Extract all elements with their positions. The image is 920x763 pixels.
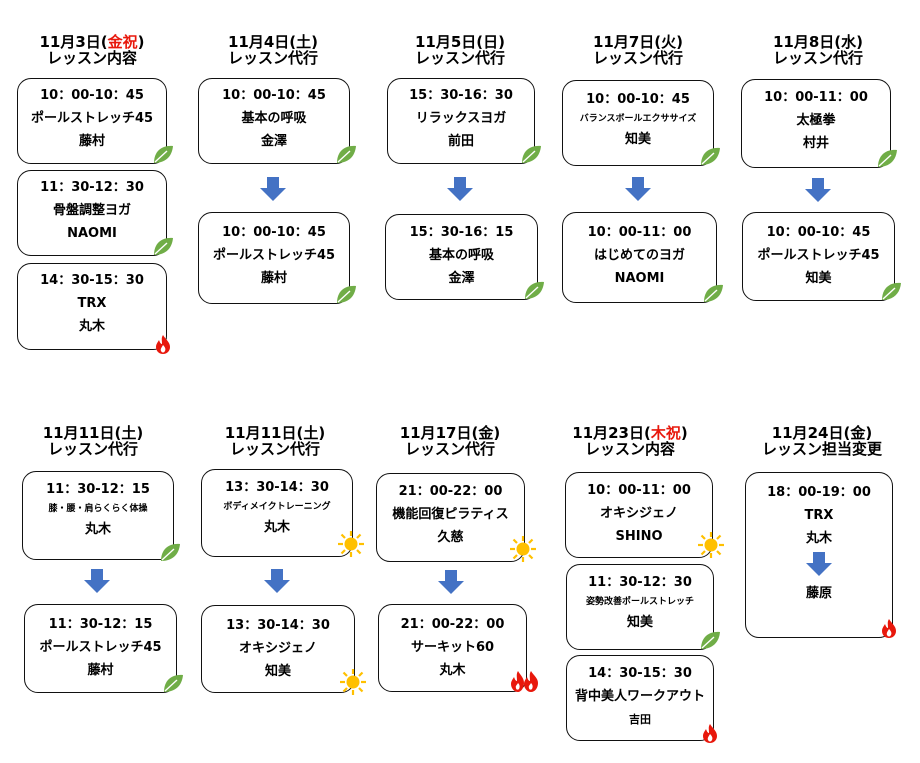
original-lesson-card: 15：30-16：30 リラックスヨガ 前田 <box>387 78 541 164</box>
lesson-name: ポールストレッチ45 <box>30 111 154 126</box>
leaf-icon <box>704 284 723 302</box>
original-lesson-card: 11：30-12：15 膝・腰・肩らくらく体操 丸木 <box>22 471 180 561</box>
new-instructor-name: 藤原 <box>805 586 832 601</box>
day-header: 11月3日(金祝) レッスン内容 <box>39 33 145 67</box>
leaf-icon <box>701 147 720 165</box>
leaf-icon <box>882 282 901 300</box>
down-arrow-icon <box>264 569 290 593</box>
instructor-change-card: 18：00-19：00 TRX 丸木 藤原 <box>745 472 896 638</box>
original-lesson-card: 10：00-10：45 基本の呼吸 金澤 <box>198 78 356 164</box>
instructor-name: 藤村 <box>78 134 105 149</box>
leaf-icon <box>878 149 897 167</box>
lesson-name: TRX <box>77 296 107 311</box>
day-header: 11月7日(火) レッスン代行 <box>592 33 684 67</box>
day-header: 11月24日(金) レッスン担当変更 <box>761 424 882 458</box>
section-title: レッスン内容 <box>46 49 137 67</box>
original-lesson-card: 10：00-11：00 太極拳 村井 <box>741 79 897 168</box>
leaf-icon <box>161 543 180 561</box>
day-header: 11月4日(土) レッスン代行 <box>227 33 319 67</box>
leaf-icon <box>337 145 356 163</box>
weekday-holiday: 木祝 <box>650 424 681 442</box>
fire-icon <box>511 671 538 692</box>
fire-icon <box>882 619 896 638</box>
substitute-lesson-card: 11：30-12：15 ポールストレッチ45 藤村 <box>24 604 183 693</box>
down-arrow-icon <box>438 570 464 594</box>
day-header: 11月23日(木祝) レッスン内容 <box>572 424 688 458</box>
leaf-icon <box>164 674 183 692</box>
leaf-icon <box>522 145 541 163</box>
instructor-name: NAOMI <box>67 226 117 241</box>
substitute-lesson-card: 10：00-10：45 ポールストレッチ45 知美 <box>742 212 901 301</box>
section-title: レッスン代行 <box>592 49 683 67</box>
lesson-card: 14：30-15：30 TRX 丸木 <box>17 263 170 354</box>
original-lesson-card: 21：00-22：00 機能回復ピラティス 久慈 <box>376 473 536 562</box>
original-lesson-card: 10：00-10：45 バランスボールエクササイズ 知美 <box>562 80 720 166</box>
down-arrow-icon <box>805 178 831 202</box>
substitute-lesson-card: 13：30-14：30 オキシジェノ 知美 <box>201 605 366 695</box>
section-title: レッスン代行 <box>47 440 138 458</box>
lesson-card: 11：30-12：30 骨盤調整ヨガ NAOMI <box>17 170 173 256</box>
lesson-name: 骨盤調整ヨガ <box>52 203 131 218</box>
lesson-time: 11：30-12：30 <box>40 180 144 195</box>
leaf-icon <box>154 145 173 163</box>
date-label: 11月3日( <box>39 33 108 51</box>
lesson-time: 14：30-15：30 <box>40 273 144 288</box>
sun-icon <box>338 531 364 557</box>
lesson-card: 14：30-15：30 背中美人ワークアウト 吉田 <box>566 655 717 743</box>
day-header: 11月11日(土) レッスン代行 <box>42 424 144 458</box>
fire-icon <box>156 335 170 354</box>
substitute-lesson-card: 10：00-10：45 ポールストレッチ45 藤村 <box>198 212 356 304</box>
down-arrow-icon <box>625 177 651 201</box>
substitute-lesson-card: 15：30-16：15 基本の呼吸 金澤 <box>385 214 544 300</box>
down-arrow-icon <box>447 177 473 201</box>
day-header: 11月17日(金) レッスン代行 <box>399 424 501 458</box>
section-title: レッスン内容 <box>584 440 675 458</box>
lesson-card: 10：00-11：00 オキシジェノ SHINO <box>565 472 724 558</box>
lesson-card: 10：00-10：45 ポールストレッチ45 藤村 <box>17 78 173 164</box>
day-header: 11月5日(日) レッスン代行 <box>414 33 506 67</box>
down-arrow-icon <box>84 569 110 593</box>
sun-icon <box>510 536 536 562</box>
down-arrow-icon <box>806 552 832 576</box>
day-header: 11月11日(土) レッスン代行 <box>224 424 326 458</box>
section-title: レッスン代行 <box>414 49 505 67</box>
instructor-name: 丸木 <box>78 319 105 334</box>
leaf-icon <box>701 631 720 649</box>
section-title: レッスン代行 <box>772 49 863 67</box>
day-header: 11月8日(水) レッスン代行 <box>772 33 864 67</box>
lesson-time: 10：00-10：45 <box>40 88 144 103</box>
sun-icon <box>698 532 724 558</box>
section-title: レッスン代行 <box>404 440 495 458</box>
section-title: レッスン代行 <box>229 440 320 458</box>
original-lesson-card: 13：30-14：30 ボディメイクトレーニング 丸木 <box>201 469 364 557</box>
leaf-icon <box>337 285 356 303</box>
substitute-lesson-card: 21：00-22：00 サーキット60 丸木 <box>378 604 538 692</box>
weekday-holiday: 金祝 <box>107 33 138 51</box>
lesson-card: 11：30-12：30 姿勢改善ポールストレッチ 知美 <box>566 564 720 650</box>
leaf-icon <box>154 237 173 255</box>
substitute-lesson-card: 10：00-11：00 はじめてのヨガ NAOMI <box>562 212 723 303</box>
down-arrow-icon <box>260 177 286 201</box>
fire-icon <box>703 724 717 743</box>
section-title: レッスン代行 <box>227 49 318 67</box>
leaf-icon <box>525 281 544 299</box>
section-title: レッスン担当変更 <box>761 440 882 458</box>
sun-icon <box>340 669 366 695</box>
